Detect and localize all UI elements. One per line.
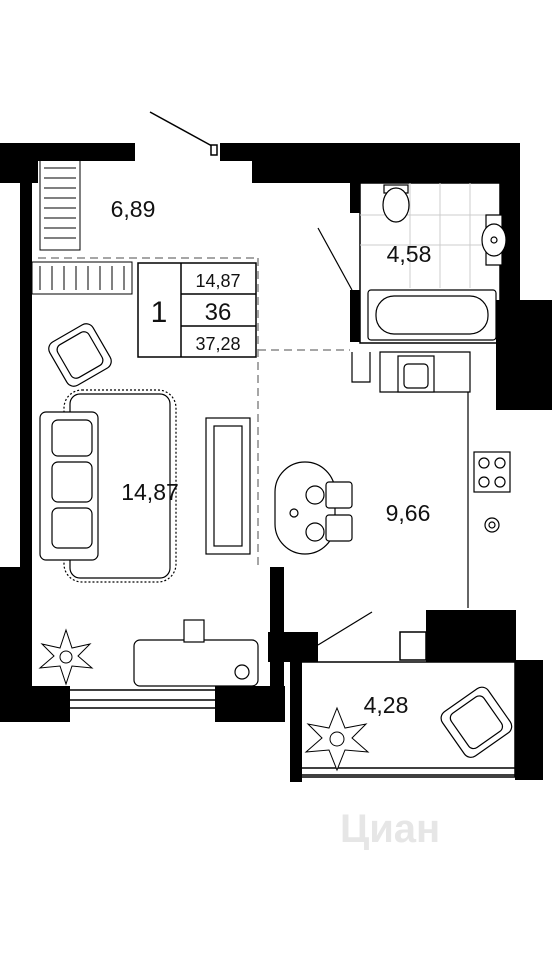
plant-icon <box>38 628 94 686</box>
balcony-furniture <box>440 686 513 758</box>
summary-total-area: 36 <box>205 299 232 326</box>
summary-living-area: 14,87 <box>195 271 240 291</box>
balcony-area-label: 4,28 <box>364 692 409 718</box>
walls <box>0 143 552 782</box>
entrance-door <box>149 111 218 156</box>
living-room-area-label: 14,87 <box>121 479 179 505</box>
hall-area-label: 6,89 <box>111 196 156 222</box>
plant-icon <box>304 706 370 772</box>
living-furniture <box>39 323 259 687</box>
summary-rooms-count: 1 <box>151 296 168 329</box>
area-summary-box <box>137 262 257 358</box>
bathroom-fixtures <box>317 183 507 341</box>
summary-total-area-with-balcony: 37,28 <box>195 334 240 354</box>
wardrobe <box>31 159 133 295</box>
dining-table <box>274 461 353 555</box>
zone-boundaries <box>38 257 350 565</box>
kitchen-fixtures <box>317 351 511 646</box>
bathroom-area-label: 4,58 <box>387 241 432 267</box>
kitchen-area-label: 9,66 <box>386 500 431 526</box>
watermark: Циан <box>340 807 440 851</box>
